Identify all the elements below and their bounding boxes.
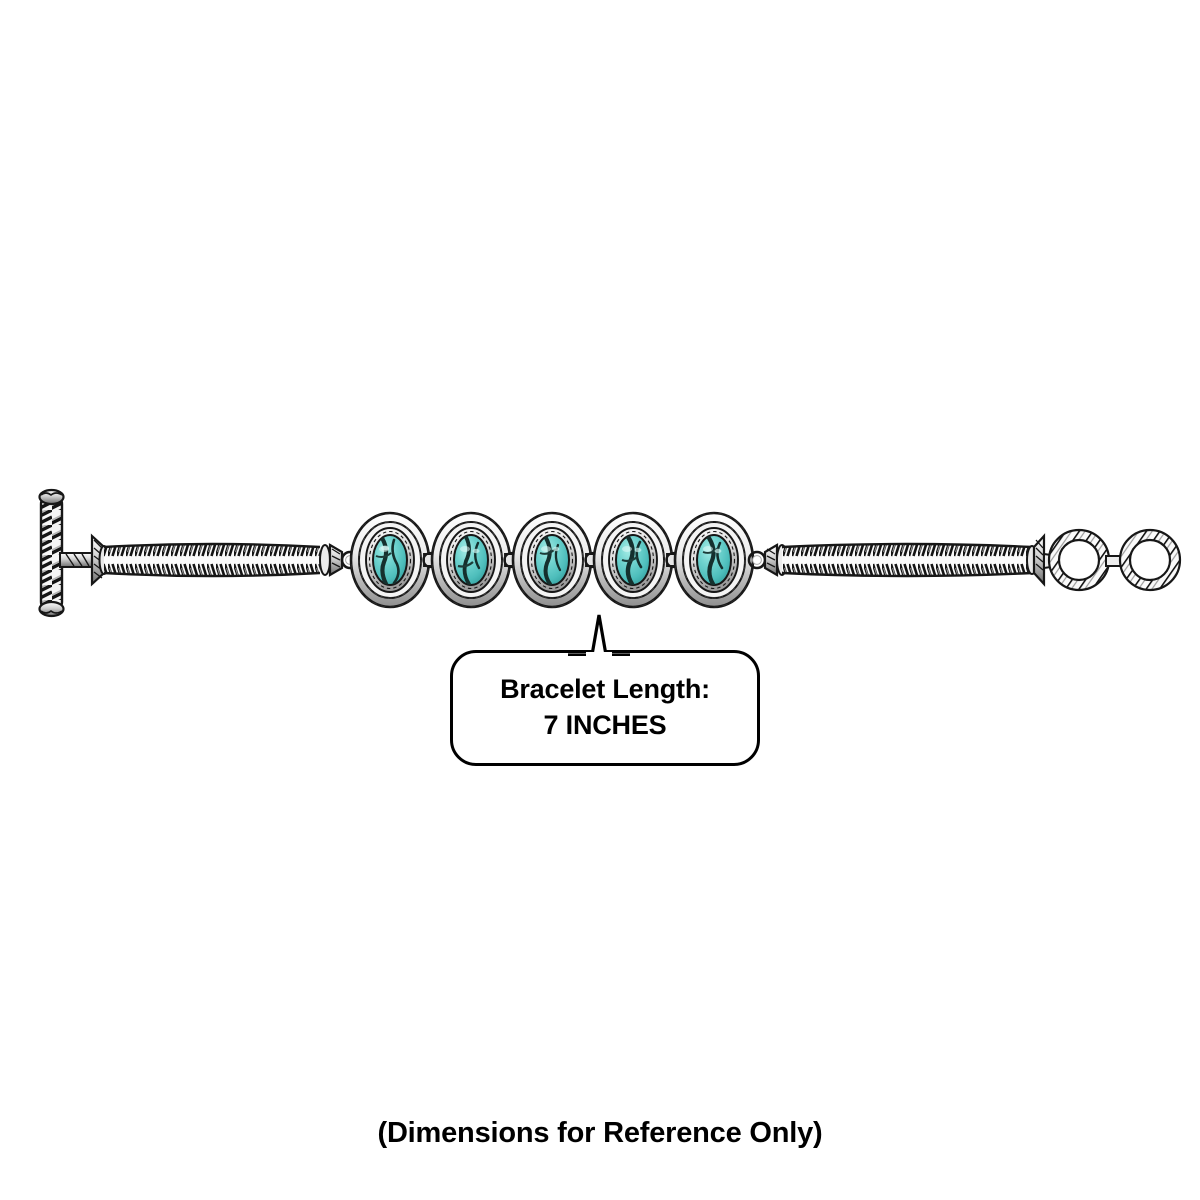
turquoise-stone-matrix [457,535,481,585]
turquoise-stone-matrix [621,535,643,585]
turquoise-station [592,511,674,609]
callout-line-2: 7 INCHES [543,710,667,740]
toggle-ring-inner [1047,528,1111,592]
turquoise-station [430,511,512,609]
chain-end-cap-left-inner [319,543,360,577]
turquoise-station [673,511,755,609]
bracelet-length-callout: Bracelet Length: 7 INCHES [450,650,760,766]
chain-segment-right [781,542,1033,578]
dimensions-disclaimer: (Dimensions for Reference Only) [377,1117,823,1149]
chain-end-cap-right-inner [747,543,788,577]
turquoise-station [511,511,593,609]
callout-tail [568,614,630,656]
toggle-bar-clasp [38,488,93,618]
turquoise-station [349,511,431,609]
turquoise-stone-matrix [702,535,724,585]
callout-line-1: Bracelet Length: [500,674,710,705]
toggle-ring-outer [1105,528,1182,592]
chain-segment-left [103,542,321,578]
turquoise-stone-matrix [539,536,562,585]
